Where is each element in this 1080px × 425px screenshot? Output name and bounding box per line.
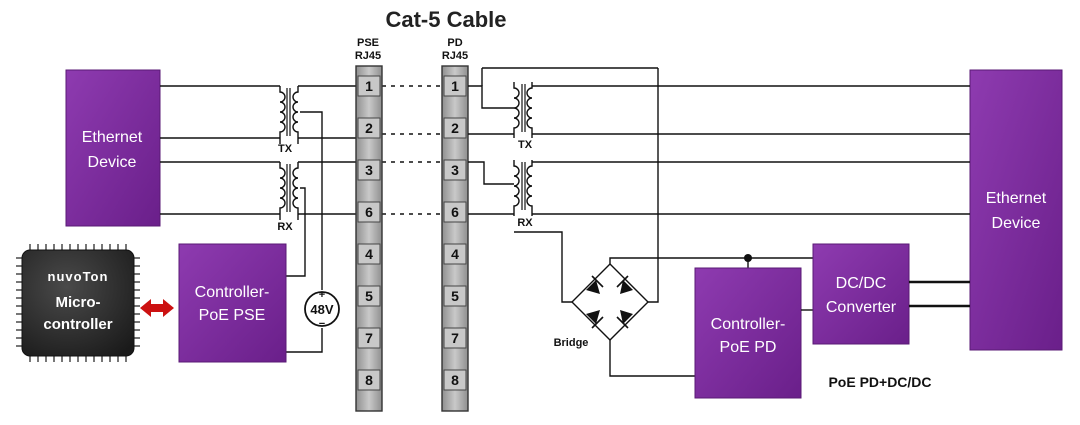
- chip-label-2: controller: [43, 316, 112, 333]
- pd-pin-number: 3: [451, 162, 459, 178]
- pd-pin-number: 8: [451, 372, 459, 388]
- wire: [514, 231, 572, 303]
- pse-jack-label: PSE: [357, 37, 379, 49]
- tx-label: TX: [278, 143, 293, 155]
- controller-pd-box: [694, 267, 802, 399]
- pd-dcdc-caption: PoE PD+DC/DC: [828, 374, 931, 390]
- pd-pin-number: 4: [451, 246, 459, 262]
- controller-pd-label-1: Controller-: [711, 316, 786, 333]
- pd-tx-label: TX: [518, 139, 533, 151]
- pd-jack-label: PD: [447, 37, 462, 49]
- pse-pin-slot: [357, 327, 381, 349]
- pse-pin-slot: [357, 159, 381, 181]
- pd-pin-slot: [443, 159, 467, 181]
- minus-sign: −: [319, 318, 325, 330]
- pd-pin-slot: [443, 369, 467, 391]
- pd-pin-number: 7: [451, 330, 459, 346]
- microcontroller-chip: [16, 244, 140, 362]
- pse-pin-number: 8: [365, 372, 373, 388]
- wire: [648, 68, 659, 303]
- pd-pin-number: 2: [451, 120, 459, 136]
- pse-pin-number: 6: [365, 204, 373, 220]
- left-ethernet-device: [65, 69, 161, 227]
- bridge-rectifier: [571, 263, 649, 341]
- pse-pin-number: 4: [365, 246, 373, 262]
- wire: [609, 340, 695, 377]
- pse-pin-slot: [357, 243, 381, 265]
- pd-pin-number: 5: [451, 288, 459, 304]
- pd-tx-transformer: [513, 82, 533, 138]
- wire: [468, 161, 514, 185]
- pse-pin-number: 3: [365, 162, 373, 178]
- pd-pin-slot: [443, 327, 467, 349]
- controller-pd-label-2: PoE PD: [720, 339, 777, 356]
- pd-pin-slot: [443, 75, 467, 97]
- pd-rx-transformer: [513, 160, 533, 216]
- pse-pin-slot: [357, 369, 381, 391]
- right-ethernet-device: [969, 69, 1063, 351]
- pse-pin-slot: [357, 201, 381, 223]
- wire: [286, 187, 306, 277]
- pd-jack-label-2: RJ45: [442, 50, 468, 62]
- wire: [609, 257, 813, 264]
- junction-dot: [744, 254, 752, 262]
- pd-pin-number: 6: [451, 204, 459, 220]
- right-device-label-1: Ethernet: [986, 190, 1047, 207]
- pd-pin-slot: [443, 117, 467, 139]
- voltage-label: 48V: [310, 302, 333, 317]
- wire: [300, 111, 323, 290]
- rx-transformer: [279, 162, 299, 220]
- controller-pse-box: [178, 243, 287, 363]
- pse-pin-slot: [357, 285, 381, 307]
- dcdc-label-1: DC/DC: [836, 275, 887, 292]
- pse-pin-number: 1: [365, 78, 373, 94]
- wire: [286, 328, 323, 353]
- controller-pse-label-2: PoE PSE: [199, 307, 266, 324]
- pd-pin-number: 1: [451, 78, 459, 94]
- wire: [468, 85, 514, 109]
- pse-pin-number: 5: [365, 288, 373, 304]
- pse-pin-slot: [357, 75, 381, 97]
- dcdc-converter-box: [812, 243, 910, 345]
- bridge-label: Bridge: [554, 337, 589, 349]
- pd-pin-slot: [443, 243, 467, 265]
- pd-rx-label: RX: [517, 217, 533, 229]
- pse-jack-label-2: RJ45: [355, 50, 381, 62]
- chip-brand-label: nuvoTon: [48, 269, 109, 284]
- dcdc-label-2: Converter: [826, 299, 897, 316]
- chip-label-1: Micro-: [56, 294, 101, 311]
- plus-sign: +: [319, 289, 325, 301]
- controller-pse-label-1: Controller-: [195, 284, 270, 301]
- rx-label: RX: [277, 221, 293, 233]
- left-device-label-2: Device: [88, 154, 137, 171]
- pse-pin-number: 2: [365, 120, 373, 136]
- pse-pin-number: 7: [365, 330, 373, 346]
- pse-pin-slot: [357, 117, 381, 139]
- bidirectional-arrow-icon: [140, 299, 174, 317]
- voltage-source: [304, 291, 340, 327]
- pd-pin-slot: [443, 201, 467, 223]
- pd-pin-slot: [443, 285, 467, 307]
- cable-title: Cat-5 Cable: [385, 7, 506, 32]
- tx-transformer: [279, 86, 299, 144]
- left-device-label-1: Ethernet: [82, 129, 143, 146]
- right-device-label-2: Device: [992, 215, 1041, 232]
